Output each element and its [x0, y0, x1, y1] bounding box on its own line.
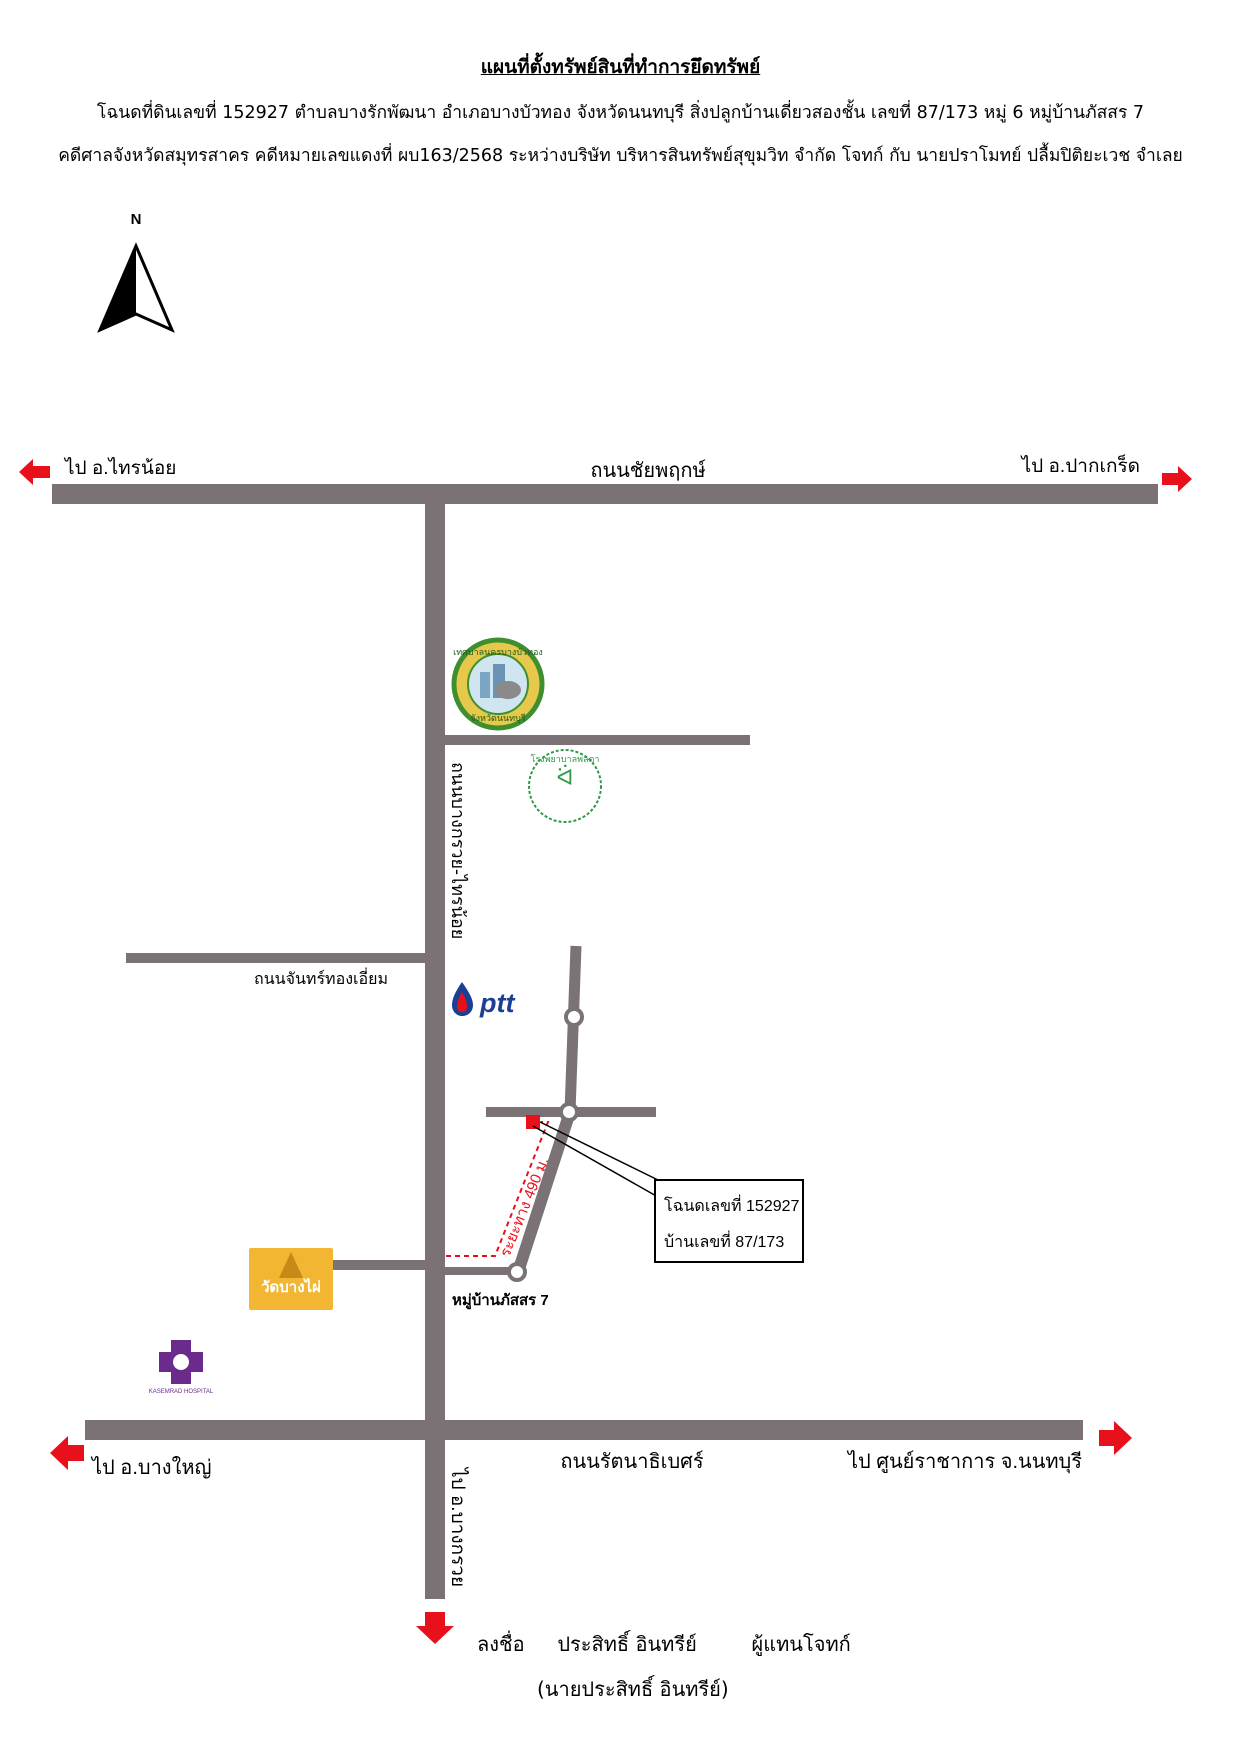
node-mid: [559, 1102, 579, 1122]
signature-line: ลงชื่อ ประสิทธิ์ อินทรีย์ ผู้แทนโจทก์: [477, 1628, 851, 1660]
svg-text:วัดบางไผ่: วัดบางไผ่: [261, 1277, 321, 1296]
signature-fullname: (นายประสิทธิ์ อินทรีย์): [537, 1677, 729, 1701]
callout-deed: โฉนดเลขที่ 152927: [664, 1194, 800, 1215]
label-rattanathibet: ถนนรัตนาธิเบศร์: [560, 1450, 704, 1473]
node-village: [507, 1262, 527, 1282]
village-road: [512, 945, 582, 1274]
property-callout: โฉนดเลขที่ 152927 บ้านเลขที่ 87/173: [532, 1121, 804, 1263]
road-rattanathibet: [85, 1420, 1083, 1440]
svg-text:KASEMRAD HOSPITAL: KASEMRAD HOSPITAL: [149, 1389, 214, 1395]
arrow-right-bottom-icon: [1099, 1421, 1132, 1455]
deed-description: โฉนดที่ดินเลขที่ 152927 ตำบลบางรักพัฒนา …: [96, 103, 1145, 123]
direction-arrows: [19, 459, 1192, 1644]
road-temple: [333, 1260, 426, 1270]
property-marker: [526, 1115, 540, 1129]
case-description: คดีศาลจังหวัดสมุทรสาคร คดีหมายเลขแดงที่ …: [58, 146, 1183, 166]
road-chan-thong-iam: [126, 953, 426, 963]
svg-text:โรงพยาบาลพลตา: โรงพยาบาลพลตา: [531, 754, 600, 765]
label-to-pakkret: ไป อ.ปากเกร็ด: [1020, 453, 1140, 477]
label-to-sainoi: ไป อ.ไทรน้อย: [63, 457, 176, 479]
signature-name: ประสิทธิ์ อินทรีย์: [557, 1632, 697, 1656]
callout-house: บ้านเลขที่ 87/173: [664, 1230, 784, 1251]
north-label: N: [131, 211, 142, 228]
road-bangkruai-sainoi: [425, 503, 445, 1599]
road-side-top: [445, 735, 750, 745]
label-chaiyaphruek: ถนนชัยพฤกษ์: [590, 459, 706, 482]
road-chaiyaphruek: [52, 484, 1158, 504]
signature-label: ลงชื่อ: [477, 1632, 525, 1656]
signature-role: ผู้แทนโจทก์: [751, 1632, 851, 1656]
arrow-left-bottom-icon: [50, 1436, 84, 1470]
municipality-logo: เทศบาลนครบางบัวทอง จังหวัดนนทบุรี: [451, 637, 545, 731]
label-bangkruai-sainoi: ถนนบางกรวย-ไทรน้อย: [448, 762, 469, 939]
svg-text:ptt: ptt: [479, 988, 515, 1018]
kasemrad-hospital-logo: KASEMRAD HOSPITAL: [149, 1340, 214, 1395]
arrow-right-top-icon: [1162, 466, 1192, 492]
label-chanthongiam: ถนนจันทร์ทองเอี่ยม: [254, 967, 388, 988]
arrow-down-icon: [416, 1612, 454, 1644]
label-to-government-center: ไป ศูนย์ราชาการ จ.นนทบุรี: [846, 1450, 1082, 1474]
arrow-left-top-icon: [19, 459, 50, 485]
label-to-bangyai: ไป อ.บางใหญ่: [90, 1456, 212, 1479]
svg-text:จังหวัดนนทบุรี: จังหวัดนนทบุรี: [470, 713, 525, 724]
ptt-logo: ptt: [452, 982, 515, 1018]
map-title: แผนที่ตั้งทรัพย์สินที่ทำการยึดทรัพย์: [480, 56, 761, 78]
distance-path: [446, 1121, 550, 1257]
svg-text:เทศบาลนครบางบัวทอง: เทศบาลนครบางบัวทอง: [453, 648, 543, 658]
road-lower-h: [445, 1267, 515, 1275]
north-arrow-icon: N: [97, 211, 175, 333]
svg-text:ᐛ: ᐛ: [557, 765, 574, 791]
label-village: หมู่บ้านภัสสร 7: [452, 1292, 549, 1310]
hospital-logo: ᐛ โรงพยาบาลพลตา: [528, 749, 602, 823]
temple-logo: วัดบางไผ่: [249, 1248, 333, 1310]
label-to-bangkruai: ไป อ.บางกรวย: [447, 1466, 469, 1587]
roads: [52, 484, 1158, 1599]
node-top: [564, 1007, 584, 1027]
